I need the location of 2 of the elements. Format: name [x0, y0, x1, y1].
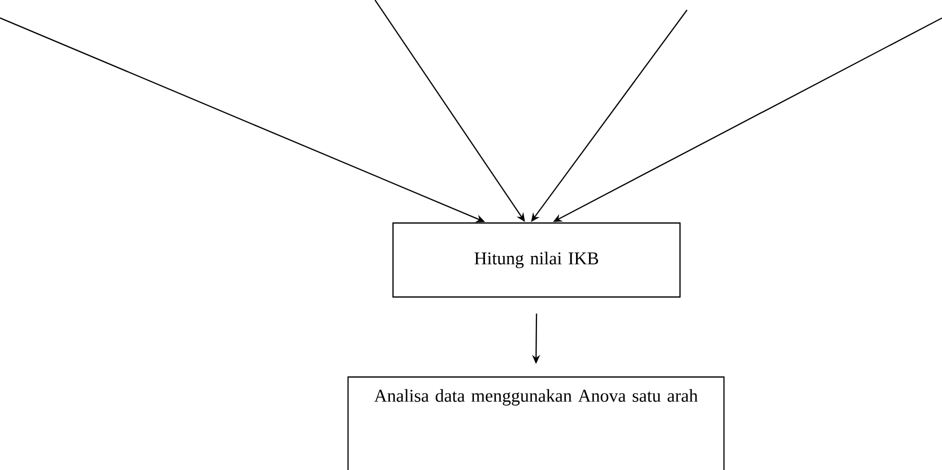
process-box: Analisa data menggunakan Anova satu arah [347, 376, 725, 470]
process-box: Hitung nilai IKB [392, 222, 681, 298]
